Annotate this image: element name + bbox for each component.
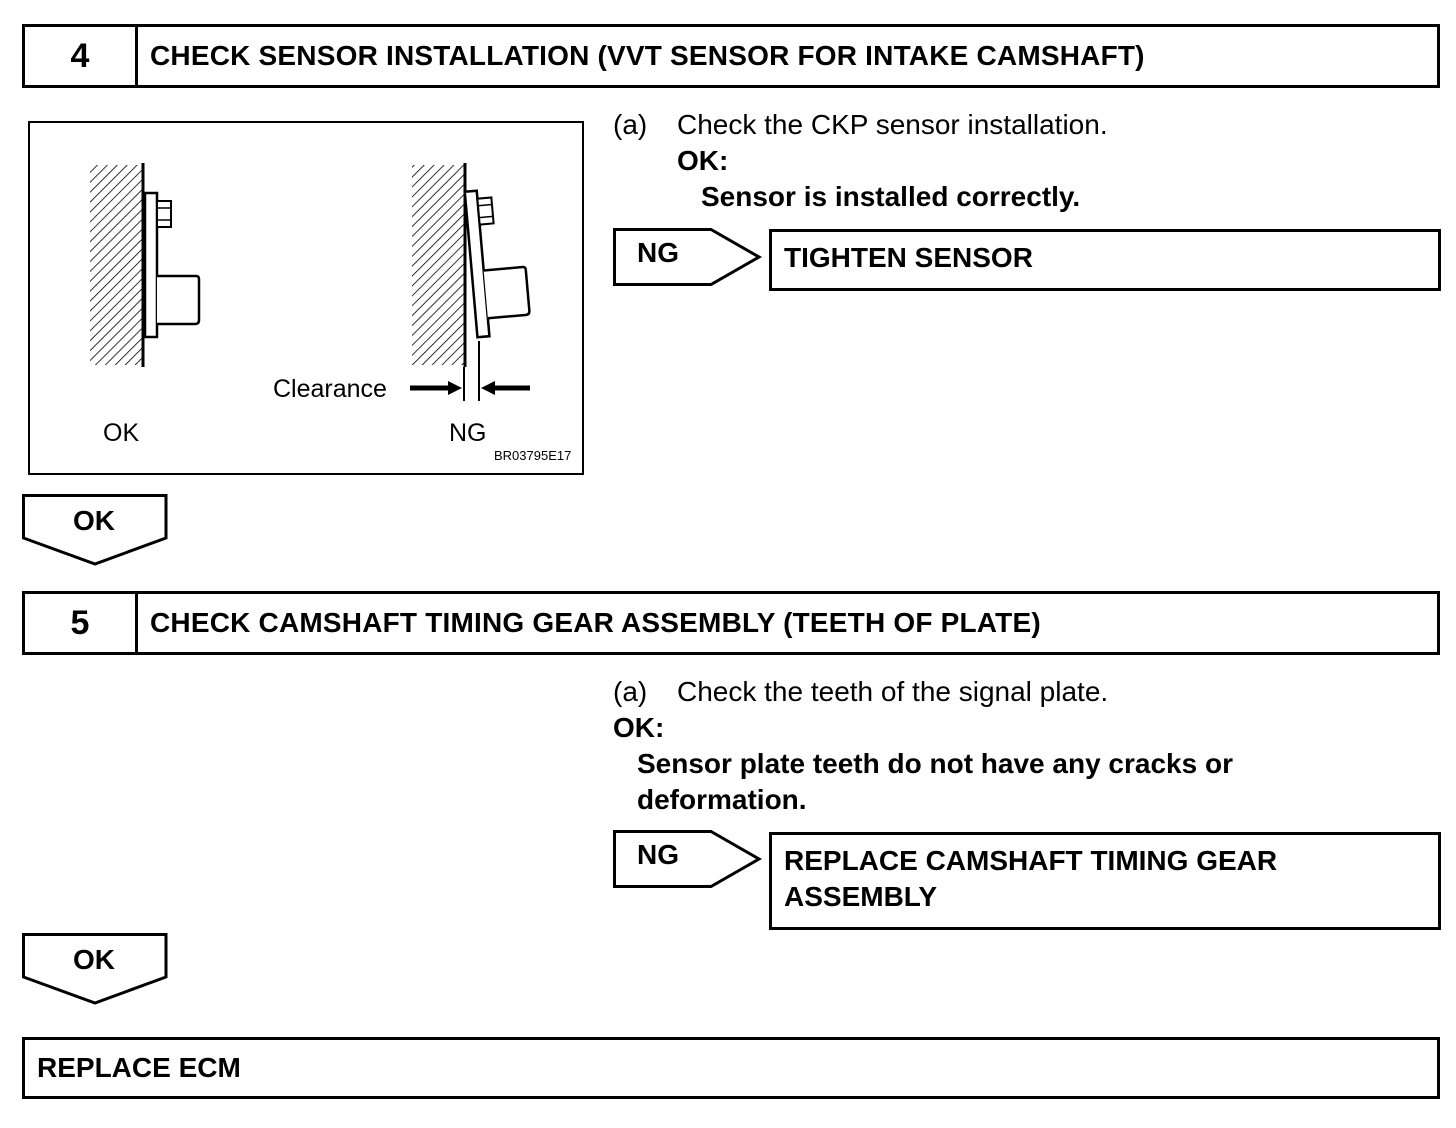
step-number: 5 xyxy=(25,594,138,652)
step-4-instruction-marker: (a) xyxy=(613,109,648,140)
step-4-ok-arrow: OK xyxy=(22,494,168,566)
ng-figure-label: NG xyxy=(449,419,487,447)
step-5-instruction: Check the teeth of the signal plate. xyxy=(677,676,1109,707)
step-title: CHECK SENSOR INSTALLATION (VVT SENSOR FO… xyxy=(150,40,1145,71)
step-number: 4 xyxy=(25,27,138,85)
ok-down-arrow-icon xyxy=(22,933,168,1005)
ng-label: NG xyxy=(637,237,679,268)
ng-action-text: TIGHTEN SENSOR xyxy=(784,242,1033,273)
figure-code: BR03795E17 xyxy=(494,448,572,463)
final-action-box: REPLACE ECM xyxy=(22,1037,1440,1099)
step-4-instruction: Check the CKP sensor installation. xyxy=(677,109,1108,140)
step-5-ok-label: OK: xyxy=(613,712,665,743)
step-5-ok-text-line1: Sensor plate teeth do not have any crack… xyxy=(637,748,1233,779)
step-5-ok-arrow: OK xyxy=(22,933,168,1005)
ok-sensor-body xyxy=(157,274,201,326)
ok-wall-hatch xyxy=(90,165,142,365)
sensor-installation-figure: Clearance OK NG BR03795E17 xyxy=(28,121,584,475)
ng-arrow-icon xyxy=(613,228,763,286)
ok-arrow-label: OK xyxy=(73,944,115,975)
ok-arrow-label: OK xyxy=(73,505,115,536)
step-4-ok-label: OK: xyxy=(677,145,729,176)
step-5-ng-action: REPLACE CAMSHAFT TIMING GEAR ASSEMBLY xyxy=(769,832,1441,930)
ng-action-line2: ASSEMBLY xyxy=(784,881,938,912)
ng-action-line1: REPLACE CAMSHAFT TIMING GEAR xyxy=(784,845,1278,876)
ng-wall-hatch xyxy=(412,165,464,365)
ok-bolt xyxy=(156,200,172,228)
final-action-text: REPLACE ECM xyxy=(37,1052,241,1083)
step-4-ok-text: Sensor is installed correctly. xyxy=(701,181,1081,212)
ok-sensor-flange xyxy=(143,191,159,339)
step-5-instruction-marker: (a) xyxy=(613,676,648,707)
step-4-ng-tag: NG xyxy=(613,228,763,286)
ok-down-arrow-icon xyxy=(22,494,168,566)
ng-label: NG xyxy=(637,839,679,870)
step-5-header: 5 CHECK CAMSHAFT TIMING GEAR ASSEMBLY (T… xyxy=(22,591,1440,655)
step-5-ok-text-line2: deformation. xyxy=(637,784,807,815)
step-title: CHECK CAMSHAFT TIMING GEAR ASSEMBLY (TEE… xyxy=(150,607,1041,638)
ok-figure-label: OK xyxy=(103,419,140,447)
clearance-label: Clearance xyxy=(273,375,387,403)
ng-sensor-tilted xyxy=(463,189,531,339)
step-4-header: 4 CHECK SENSOR INSTALLATION (VVT SENSOR … xyxy=(22,24,1440,88)
step-5-ng-tag: NG xyxy=(613,830,763,888)
sensor-diagram xyxy=(90,163,531,401)
ng-arrow-icon xyxy=(613,830,763,888)
step-4-ng-action: TIGHTEN SENSOR xyxy=(769,229,1441,291)
